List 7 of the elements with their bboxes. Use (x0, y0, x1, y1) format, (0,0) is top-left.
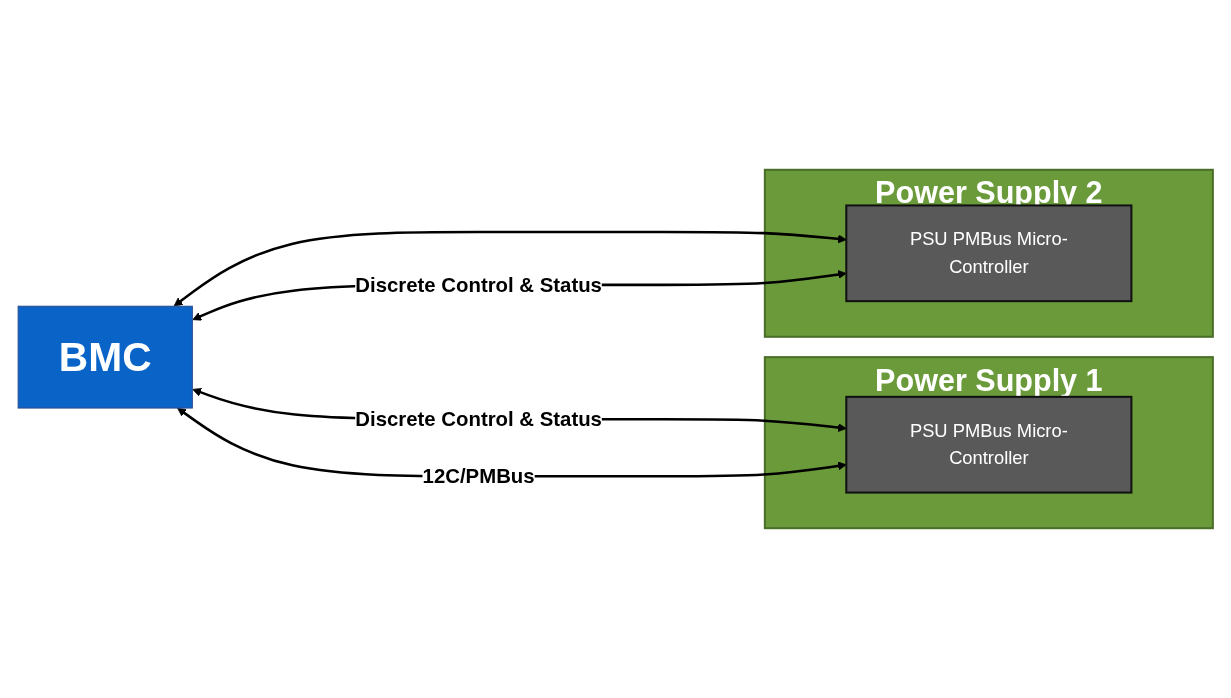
edge-label: 12C/PMBus (422, 465, 535, 488)
node-box: PSU PMBus Micro-Controller (845, 204, 1133, 303)
node-box: BMC (17, 305, 193, 409)
node-box: PSU PMBus Micro-Controller (845, 395, 1133, 494)
edge-label: Discrete Control & Status (355, 273, 602, 297)
arrow (173, 230, 847, 307)
edge-label: Discrete Control & Status (355, 408, 602, 431)
